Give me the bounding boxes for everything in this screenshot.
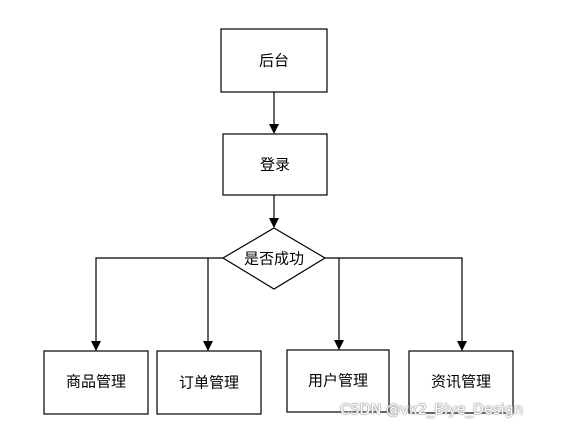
node-backend: 后台 [220, 28, 328, 93]
node-login-label: 登录 [260, 156, 290, 174]
node-users: 用户管理 [286, 349, 390, 413]
edge-decision-to-news [325, 257, 467, 351]
connectors [91, 92, 467, 351]
node-orders-box [156, 350, 262, 415]
node-orders-label: 订单管理 [179, 374, 239, 392]
edge-decision-to-goods [91, 257, 223, 351]
node-goods: 商品管理 [43, 350, 149, 415]
node-decision-diamond [221, 227, 327, 290]
node-users-label: 用户管理 [308, 372, 368, 390]
node-login: 登录 [222, 133, 328, 196]
node-decision-label: 是否成功 [244, 250, 304, 268]
node-decision: 是否成功 [221, 227, 327, 290]
node-backend-label: 后台 [259, 52, 289, 70]
csdn-watermark: CSDN @vx2_Biye_Design [340, 402, 523, 418]
node-users-box [286, 349, 390, 413]
node-news: 资讯管理 [408, 350, 514, 414]
node-goods-box [43, 350, 149, 415]
node-login-box [222, 133, 328, 196]
node-backend-box [220, 28, 328, 93]
node-news-box [408, 350, 514, 414]
node-orders: 订单管理 [156, 350, 262, 415]
node-goods-label: 商品管理 [66, 373, 126, 391]
node-news-label: 资讯管理 [431, 373, 491, 391]
